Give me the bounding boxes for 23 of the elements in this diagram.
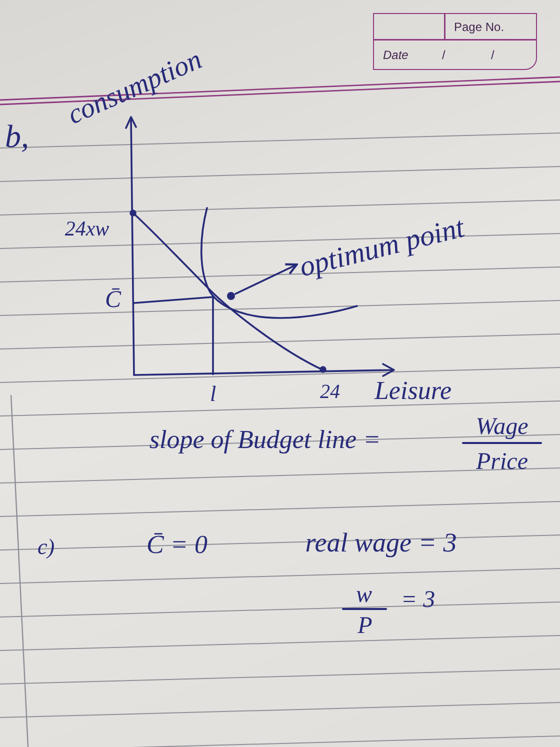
equation-text: slope of Budget line = xyxy=(149,427,381,453)
header-form-box xyxy=(373,13,537,70)
tangency-point-dot xyxy=(227,292,235,300)
date-separator: / xyxy=(442,49,446,61)
form-field-label: Date xyxy=(383,49,408,61)
axis-value-label: l xyxy=(210,383,216,405)
form-field-label: Page No. xyxy=(454,21,504,33)
question-part-label: b, xyxy=(5,120,29,152)
equation-text: = 3 xyxy=(400,588,436,612)
fraction-numerator: w xyxy=(356,583,372,607)
date-separator: / xyxy=(491,49,494,61)
axis-value-label: C̄ xyxy=(105,288,121,312)
question-part-label: c) xyxy=(37,536,55,558)
leader-arrow xyxy=(234,263,298,295)
axis-tick-label: 24 xyxy=(320,382,340,402)
fraction-denominator: Price xyxy=(476,450,528,474)
fraction-numerator: Wage xyxy=(476,415,528,439)
axis-label: Leisure xyxy=(374,378,452,404)
callout-text: optimum point xyxy=(296,214,468,282)
fraction-denominator: P xyxy=(358,614,372,638)
axis-value-label: 24xw xyxy=(64,218,110,240)
equation-text: C̄ = 0 xyxy=(146,532,208,558)
equation-text: real wage = 3 xyxy=(305,530,457,556)
